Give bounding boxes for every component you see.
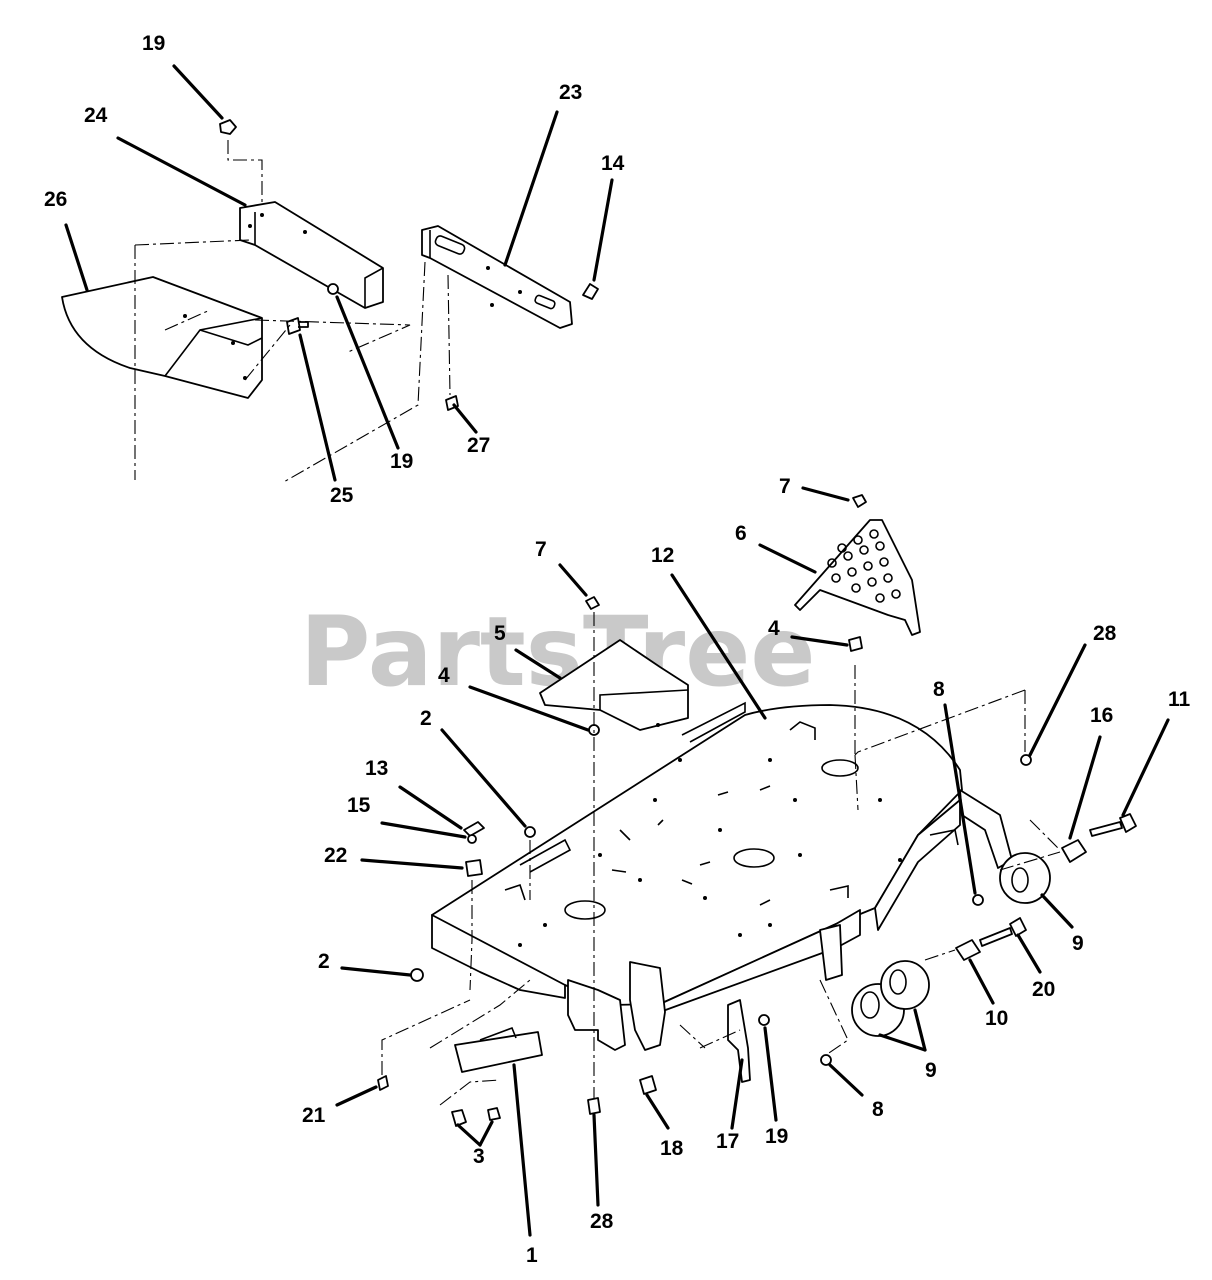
part-15-nut[interactable]	[467, 834, 477, 844]
upper-assembly	[61, 119, 599, 484]
callout-19: 19	[142, 32, 165, 55]
part-2-washer-top[interactable]	[524, 826, 536, 838]
part-7-nut-mid[interactable]	[585, 596, 600, 610]
leader-lines	[64, 64, 1170, 1237]
callout-19: 19	[390, 450, 413, 473]
part-6-guard[interactable]	[794, 519, 921, 636]
callout-9: 9	[925, 1059, 937, 1082]
part-13-clip[interactable]	[463, 821, 485, 837]
callout-22: 22	[324, 844, 347, 867]
part-8-nut-front[interactable]	[820, 1054, 832, 1066]
callout-7: 7	[779, 475, 791, 498]
part-1-scraper[interactable]	[454, 1031, 543, 1073]
callout-15: 15	[347, 794, 371, 817]
callout-16: 16	[1090, 704, 1113, 727]
callout-25: 25	[330, 484, 354, 507]
part-hanger-left[interactable]	[567, 979, 626, 1051]
part-21-bolt[interactable]	[377, 1075, 389, 1091]
part-5-cover[interactable]	[539, 639, 689, 731]
mower-deck	[377, 494, 1137, 1127]
part-28-bolt-bottom[interactable]	[587, 1097, 601, 1115]
callout-labels: 19 24 26 23 14 19 27 25 7 6 7 12 5 4 4 2…	[44, 32, 1191, 1267]
part-18-bolt[interactable]	[639, 1075, 657, 1095]
callout-18: 18	[660, 1137, 684, 1160]
part-10-spacer[interactable]	[955, 939, 981, 961]
part-17-bracket[interactable]	[727, 999, 751, 1083]
guard-holes	[827, 529, 901, 603]
callout-2: 2	[420, 707, 432, 730]
callout-4: 4	[438, 664, 450, 687]
part-16-bushing[interactable]	[1061, 839, 1087, 863]
part-11-bolt[interactable]	[1089, 813, 1137, 837]
part-28-bolt-top[interactable]	[1020, 754, 1032, 766]
part-24-bracket[interactable]	[239, 201, 384, 309]
part-26-deflector[interactable]	[61, 276, 263, 399]
part-22-bushing[interactable]	[465, 859, 483, 877]
callout-17: 17	[716, 1130, 739, 1153]
callout-8: 8	[933, 678, 945, 701]
callout-28: 28	[590, 1210, 614, 1233]
part-9-wheel-right[interactable]	[999, 852, 1051, 904]
callout-28: 28	[1093, 622, 1117, 645]
part-3-bolt-b[interactable]	[487, 1107, 501, 1121]
callout-11: 11	[1168, 688, 1191, 711]
part-8-nut-right[interactable]	[972, 894, 984, 906]
callout-2: 2	[318, 950, 330, 973]
callout-19: 19	[765, 1125, 788, 1148]
callout-26: 26	[44, 188, 67, 211]
callout-5: 5	[494, 622, 506, 645]
callout-14: 14	[601, 152, 625, 175]
callout-4: 4	[768, 617, 780, 640]
part-19-nut-bottom[interactable]	[758, 1014, 770, 1026]
callout-24: 24	[84, 104, 108, 127]
callout-13: 13	[365, 757, 388, 780]
callout-27: 27	[467, 434, 490, 457]
part-19-nut-top[interactable]	[219, 119, 237, 135]
callout-7: 7	[535, 538, 547, 561]
callout-6: 6	[735, 522, 747, 545]
part-23-plate[interactable]	[421, 225, 573, 329]
part-4-nut-top[interactable]	[848, 636, 863, 652]
callout-21: 21	[302, 1104, 326, 1127]
part-hanger-right[interactable]	[629, 961, 666, 1051]
part-19-nut-mid[interactable]	[327, 283, 339, 295]
callout-9: 9	[1072, 932, 1084, 955]
part-25-bolt[interactable]	[286, 317, 309, 335]
callout-3: 3	[473, 1145, 485, 1168]
part-7-nut-top[interactable]	[852, 494, 867, 508]
part-3-bolt-a[interactable]	[451, 1109, 467, 1127]
part-2-washer-left[interactable]	[410, 968, 424, 982]
part-14-pin[interactable]	[582, 283, 599, 300]
callout-10: 10	[985, 1007, 1008, 1030]
callout-1: 1	[526, 1244, 538, 1267]
callout-23: 23	[559, 81, 582, 104]
callout-12: 12	[651, 544, 674, 567]
callout-20: 20	[1032, 978, 1055, 1001]
callout-8: 8	[872, 1098, 884, 1121]
part-20-bolt[interactable]	[979, 917, 1027, 947]
